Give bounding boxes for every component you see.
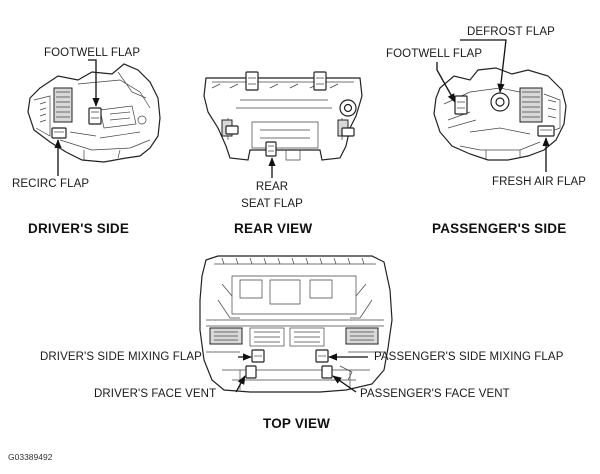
fresh-air-flap-label: FRESH AIR FLAP <box>492 176 587 188</box>
top-view-title: TOP VIEW <box>263 416 331 431</box>
rear-seat-flap-actuator <box>265 141 277 157</box>
passenger-footwell-flap-leader <box>436 62 456 103</box>
driver-footwell-flap-actuator <box>88 107 102 125</box>
defrost-flap-actuator <box>490 92 510 112</box>
drivers-side-mixing-flap-label: DRIVER'S SIDE MIXING FLAP <box>40 351 202 363</box>
drivers-face-vent-label: DRIVER'S FACE VENT <box>94 388 217 400</box>
fresh-air-flap-actuator <box>537 125 555 137</box>
figure-code: G03389492 <box>8 452 53 462</box>
rear-view-title: REAR VIEW <box>234 221 313 236</box>
recirc-flap-actuator <box>51 127 67 139</box>
drivers-side-unit <box>27 63 161 163</box>
passengers-face-vent-leader <box>332 375 357 393</box>
drivers-face-vent-leader <box>235 375 246 393</box>
driver-footwell-flap-label: FOOTWELL FLAP <box>44 47 141 59</box>
defrost-flap-leader <box>460 39 507 93</box>
drivers-side-title: DRIVER'S SIDE <box>28 221 130 236</box>
rear-view-unit <box>203 71 363 161</box>
passenger-footwell-flap-label: FOOTWELL FLAP <box>386 48 483 60</box>
passengers-face-vent-actuator <box>321 365 333 379</box>
passengers-side-mixing-flap-label: PASSENGER'S SIDE MIXING FLAP <box>374 351 564 363</box>
rear-seat-flap-label-line2: SEAT FLAP <box>241 198 303 210</box>
rear-right-actuator <box>313 71 327 91</box>
passenger-footwell-flap-actuator <box>454 95 468 115</box>
footwell-flap-leader <box>88 59 100 107</box>
passengers-side-unit <box>433 67 567 161</box>
recirc-flap-label: RECIRC FLAP <box>12 178 90 190</box>
defrost-flap-label: DEFROST FLAP <box>467 26 555 38</box>
rear-seat-flap-label-line1: REAR <box>255 181 289 193</box>
drivers-face-vent-actuator <box>245 365 257 379</box>
rear-left-actuator <box>245 71 259 91</box>
passengers-face-vent-label: PASSENGER'S FACE VENT <box>360 388 510 400</box>
top-view-unit <box>199 255 393 393</box>
passengers-side-title: PASSENGER'S SIDE <box>432 221 567 236</box>
